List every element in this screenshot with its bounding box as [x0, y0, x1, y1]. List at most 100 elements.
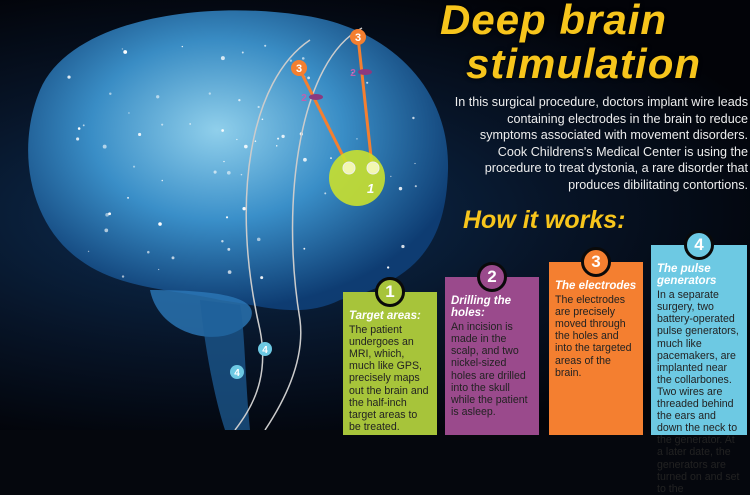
neuron-sparkle [121, 275, 125, 278]
title-line-2: stimulation [466, 40, 702, 87]
neuron-sparkle [401, 244, 405, 249]
step-title: The electrodes [555, 280, 637, 292]
neuron-sparkle [240, 173, 243, 176]
neuron-sparkle [398, 186, 403, 191]
title-line-1: Deep brain [440, 0, 668, 43]
step-title: Target areas: [349, 310, 421, 322]
neuron-sparkle [208, 92, 211, 95]
neuron-sparkle [243, 144, 248, 149]
neuron-sparkle [257, 105, 260, 109]
neuron-sparkle [227, 247, 231, 251]
neuron-sparkle [181, 45, 184, 48]
neuron-sparkle [161, 179, 164, 182]
neuron-sparkle [102, 144, 107, 149]
svg-text:4: 4 [262, 345, 268, 356]
svg-text:4: 4 [234, 368, 240, 379]
step-text: An incision is made in the scalp, and tw… [451, 321, 528, 418]
neuron-sparkle [289, 59, 293, 62]
neuron-sparkle [147, 250, 150, 254]
neuron-sparkle [351, 71, 354, 74]
neuron-sparkle [260, 276, 264, 280]
step-number: 1 [375, 277, 405, 307]
neuron-sparkle [330, 157, 332, 160]
electrode-leads [297, 36, 374, 167]
neuron-sparkle [133, 165, 136, 168]
hole-markers: 2 2 [301, 68, 372, 104]
step-number: 4 [684, 230, 714, 260]
neuron-sparkle [226, 170, 231, 175]
neuron-sparkle [225, 216, 229, 219]
neuron-sparkle [414, 162, 416, 165]
step-card-2: 2 Drilling the holes: An incision is mad… [445, 262, 539, 435]
neuron-sparkle [261, 118, 264, 121]
neuron-sparkle [307, 76, 311, 80]
neuron-sparkle [276, 145, 278, 147]
neuron-sparkle [221, 239, 224, 243]
how-it-works-heading: How it works: [463, 206, 626, 234]
neuron-sparkle [123, 50, 128, 54]
neuron-sparkle [108, 212, 112, 216]
step-card-1: 1 Target areas: The patient undergoes an… [343, 277, 437, 435]
neuron-sparkle [104, 228, 109, 233]
step-title: The pulse generators [657, 263, 717, 288]
neuron-sparkle [128, 112, 130, 114]
svg-text:2: 2 [301, 93, 307, 104]
step-number: 2 [477, 262, 507, 292]
brain-illustration: 1 3 3 2 2 4 4 [28, 10, 449, 430]
neuron-sparkle [241, 51, 244, 54]
neuron-sparkle [412, 116, 415, 120]
wires [234, 27, 363, 430]
neuron-sparkle [301, 57, 305, 60]
neuron-sparkle [356, 138, 358, 140]
neuron-sparkle [105, 213, 109, 217]
neuron-sparkle [221, 129, 224, 132]
neuron-sparkle [390, 175, 392, 178]
neuron-sparkle [324, 192, 327, 195]
step-text: The patient undergoes an MRI, which, muc… [349, 324, 429, 433]
generator-markers: 4 4 [230, 342, 272, 379]
neuron-sparkle [387, 266, 390, 269]
svg-text:1: 1 [367, 181, 374, 196]
neuron-sparkle [281, 134, 285, 139]
step-text: In a separate surgery, two battery-opera… [657, 289, 740, 495]
neuron-sparkle [76, 137, 80, 141]
neuron-sparkle [264, 44, 267, 47]
step-number: 3 [581, 247, 611, 277]
neuron-sparkle [220, 56, 225, 61]
neuron-sparkle [189, 123, 191, 125]
target-area-marker: 1 [329, 150, 385, 206]
neuron-sparkle [366, 81, 369, 84]
svg-text:3: 3 [296, 63, 302, 75]
step-card-4: 4 The pulse generators In a separate sur… [651, 230, 747, 495]
neuron-sparkle [109, 92, 112, 95]
neuron-sparkle [158, 268, 160, 271]
neuron-sparkle [82, 124, 85, 127]
svg-text:3: 3 [355, 32, 361, 44]
neuron-sparkle [414, 185, 417, 188]
neuron-sparkle [303, 157, 307, 162]
neuron-sparkle [77, 127, 81, 130]
brain [28, 10, 449, 430]
neuron-sparkle [138, 132, 142, 137]
neuron-sparkle [67, 75, 71, 79]
step-title: Drilling the holes: [451, 295, 512, 320]
step-text: The electrodes are precisely moved throu… [555, 294, 632, 379]
neuron-sparkle [121, 48, 124, 50]
neuron-sparkle [256, 237, 261, 242]
neuron-sparkle [303, 247, 306, 250]
electrode-markers: 3 3 [291, 29, 366, 76]
neuron-sparkle [238, 98, 241, 102]
intro-paragraph: In this surgical procedure, doctors impl… [454, 95, 748, 192]
neuron-sparkle [227, 270, 232, 274]
neuron-sparkle [242, 206, 246, 211]
neuron-sparkle [171, 256, 175, 260]
neuron-sparkle [277, 137, 280, 140]
neuron-sparkle [158, 222, 162, 226]
neuron-sparkle [156, 95, 160, 99]
neuron-sparkle [161, 123, 164, 126]
brainstem [200, 300, 250, 430]
neuron-sparkle [127, 196, 129, 199]
neuron-sparkle [213, 170, 217, 174]
svg-text:2: 2 [350, 68, 356, 79]
step-card-3: 3 The electrodes The electrodes are prec… [549, 247, 643, 435]
